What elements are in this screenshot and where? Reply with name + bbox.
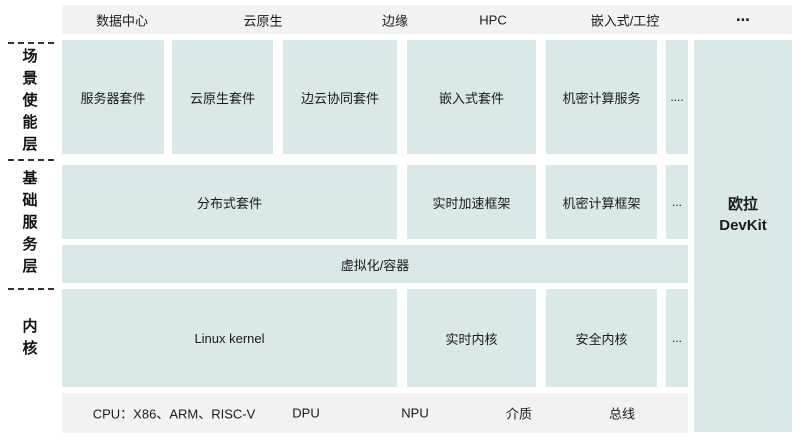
header-embedded: 嵌入式/工控 (590, 13, 660, 28)
box-openeuler-devkit: 欧拉 DevKit (694, 40, 792, 432)
layer-divider-top (8, 42, 54, 44)
devkit-label-en: DevKit (719, 217, 767, 234)
hw-npu: NPU (401, 405, 429, 421)
box-distributed-suite: 分布式套件 (62, 165, 397, 239)
hw-dpu: DPU (292, 405, 320, 421)
layer-label-kernel: 内核 (22, 318, 38, 357)
box-server-suite: 服务器套件 (62, 40, 164, 154)
box-kernel-more: ... (666, 289, 688, 387)
box-secure-kernel: 安全内核 (546, 289, 657, 387)
box-confidential-service: 机密计算服务 (546, 40, 657, 154)
box-realtime-kernel: 实时内核 (407, 289, 536, 387)
box-confidential-framework: 机密计算框架 (546, 165, 657, 239)
box-cloud-native-suite: 云原生套件 (172, 40, 273, 154)
box-scenario-more: .... (666, 40, 688, 154)
layer-label-basic-services: 基础服务层 (22, 170, 38, 275)
box-linux-kernel: Linux kernel (62, 289, 397, 387)
hardware-bar: CPU：X86、ARM、RISC-V DPU NPU 介质 总线 (62, 393, 688, 433)
layer-divider-middle (8, 159, 54, 161)
hw-media: 介质 (505, 406, 533, 422)
hw-cpu: CPU：X86、ARM、RISC-V (92, 406, 256, 422)
box-virtualization-container: 虚拟化/容器 (62, 245, 688, 283)
box-services-more: ... (666, 165, 688, 239)
header-cloud-native: 云原生 (243, 13, 283, 28)
layer-label-scenario-enablement: 场景使能层 (22, 48, 38, 153)
hw-bus: 总线 (608, 406, 636, 422)
header-datacenter: 数据中心 (95, 13, 149, 28)
header-more-icon: ⋯ (736, 11, 750, 27)
box-edge-cloud-suite: 边云协同套件 (283, 40, 397, 154)
box-realtime-accel-framework: 实时加速框架 (407, 165, 536, 239)
layer-divider-bottom (8, 288, 54, 290)
box-embedded-suite: 嵌入式套件 (407, 40, 536, 154)
devkit-label-cn: 欧拉 (727, 196, 758, 213)
header-hpc: HPC (479, 12, 507, 27)
header-edge: 边缘 (381, 13, 409, 28)
scenario-header-bar: 数据中心 云原生 边缘 HPC 嵌入式/工控 ⋯ (62, 5, 792, 34)
